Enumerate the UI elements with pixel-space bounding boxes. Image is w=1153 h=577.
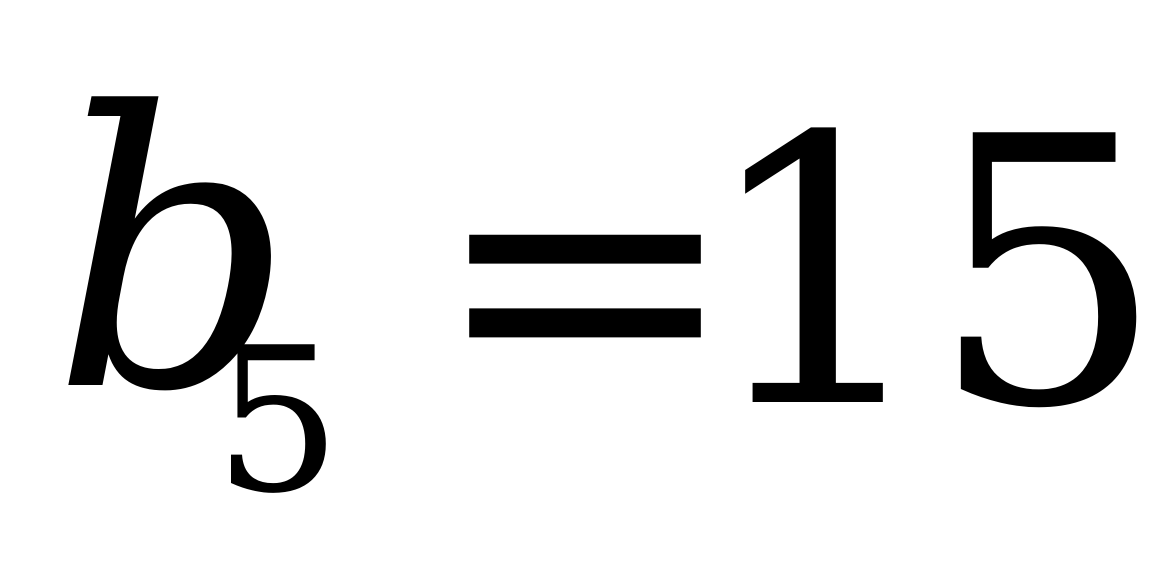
formula-variable: b <box>52 32 296 475</box>
formula-equals-sign: = <box>430 60 741 490</box>
formula-subscript: 5 <box>214 305 342 538</box>
formula-value: 15 <box>700 60 1153 490</box>
